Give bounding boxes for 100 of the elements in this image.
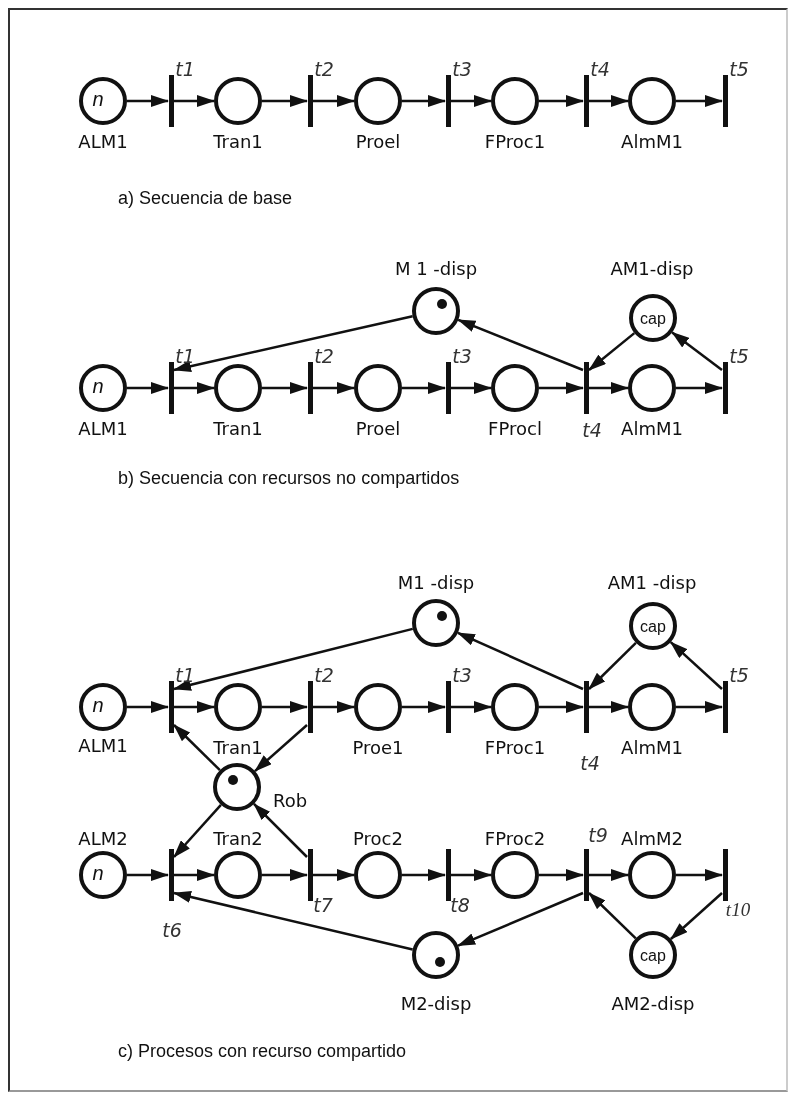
arc-arrow xyxy=(589,869,629,881)
transition-bar xyxy=(307,362,313,414)
place-label: AlmM2 xyxy=(621,827,683,849)
arc-arrow xyxy=(670,892,723,940)
place-marking: cap xyxy=(640,311,666,327)
transition-label: t4 xyxy=(590,58,610,80)
arc-arrow xyxy=(676,701,723,713)
transition-label: t3 xyxy=(452,345,472,367)
arc-arrow xyxy=(313,382,355,394)
place-label: Tran1 xyxy=(213,130,263,152)
place-label: FProc2 xyxy=(484,827,546,849)
place-label: Proc2 xyxy=(353,827,403,849)
transition-bar xyxy=(445,75,451,127)
transition-label: t5 xyxy=(729,664,749,686)
arc-arrow xyxy=(262,382,308,394)
arc-arrow xyxy=(539,701,584,713)
arc-arrow xyxy=(254,724,308,773)
place-circle xyxy=(354,683,402,731)
place-circle xyxy=(628,77,676,125)
transition-label: t1 xyxy=(175,664,195,686)
place-label: ALM1 xyxy=(78,130,128,152)
place-marking: n xyxy=(92,695,104,715)
transition-label: t10 xyxy=(725,899,751,921)
arc-arrow xyxy=(589,382,629,394)
place-label: Proe1 xyxy=(352,736,404,758)
place-label: AM1 -disp xyxy=(607,571,697,593)
place-circle xyxy=(79,683,127,731)
arc-arrow xyxy=(539,95,584,107)
place-circle xyxy=(491,77,539,125)
place-circle xyxy=(79,851,127,899)
arc-arrow xyxy=(669,641,723,690)
transition-bar xyxy=(307,849,313,901)
transition-bar xyxy=(722,75,728,127)
arc-arrow xyxy=(174,701,215,713)
place-circle xyxy=(629,602,677,650)
arc-arrow xyxy=(451,701,492,713)
transition-bar xyxy=(583,75,589,127)
place-circle xyxy=(628,851,676,899)
transition-label: t1 xyxy=(175,345,195,367)
arc-arrow xyxy=(127,95,169,107)
place-circle xyxy=(214,851,262,899)
place-label: AM1-disp xyxy=(610,257,694,279)
arc-arrow xyxy=(451,382,492,394)
place-label: Tran1 xyxy=(213,736,263,758)
caption: b) Secuencia con recursos no compartidos xyxy=(118,467,460,489)
transition-label: t6 xyxy=(162,919,182,941)
transition-bar xyxy=(722,681,728,733)
arc-arrow xyxy=(457,631,584,691)
place-circle xyxy=(213,763,261,811)
transition-bar xyxy=(722,849,728,901)
place-label: AlmM1 xyxy=(621,736,683,758)
place-circle xyxy=(629,931,677,979)
arc-arrow xyxy=(402,701,446,713)
place-circle xyxy=(629,294,677,342)
place-circle xyxy=(412,599,460,647)
place-marking: cap xyxy=(640,948,666,964)
place-circle xyxy=(412,287,460,335)
arc-arrow xyxy=(173,724,221,772)
transition-label: t2 xyxy=(314,345,334,367)
place-marking: n xyxy=(92,863,104,883)
place-label: AM2-disp xyxy=(611,992,695,1014)
place-circle xyxy=(491,683,539,731)
caption: a) Secuencia de base xyxy=(118,187,293,209)
place-label: AlmM1 xyxy=(621,417,683,439)
caption: c) Procesos con recurso compartido xyxy=(118,1040,407,1062)
arc-arrow xyxy=(174,869,215,881)
transition-label: t1 xyxy=(175,58,195,80)
place-circle xyxy=(354,851,402,899)
place-label: AlmM1 xyxy=(621,130,683,152)
place-circle xyxy=(628,364,676,412)
arc-arrow xyxy=(313,869,355,881)
transition-label: t5 xyxy=(729,345,749,367)
place-circle xyxy=(354,364,402,412)
place-label: M 1 -disp xyxy=(394,257,478,279)
arc-arrow xyxy=(127,382,169,394)
arc-arrow xyxy=(451,95,492,107)
transition-bar xyxy=(583,362,589,414)
arc-arrow xyxy=(457,318,584,372)
transition-bar xyxy=(168,75,174,127)
arc-arrow xyxy=(676,95,723,107)
transition-bar xyxy=(307,681,313,733)
place-label: Tran1 xyxy=(213,417,263,439)
transition-label: t2 xyxy=(314,58,334,80)
arc-arrow xyxy=(588,641,637,690)
place-marking: n xyxy=(92,376,104,396)
arc-arrow xyxy=(127,701,169,713)
arc-arrow xyxy=(173,891,413,951)
transition-bar xyxy=(445,362,451,414)
arc-arrow xyxy=(173,804,222,858)
transition-bar xyxy=(583,681,589,733)
place-circle xyxy=(79,364,127,412)
arc-arrow xyxy=(671,331,723,371)
place-circle xyxy=(214,364,262,412)
arc-arrow xyxy=(539,869,584,881)
arc-arrow xyxy=(589,95,629,107)
place-circle xyxy=(214,683,262,731)
place-circle xyxy=(628,683,676,731)
transition-bar xyxy=(168,362,174,414)
transition-bar xyxy=(583,849,589,901)
arc-arrow xyxy=(676,382,723,394)
